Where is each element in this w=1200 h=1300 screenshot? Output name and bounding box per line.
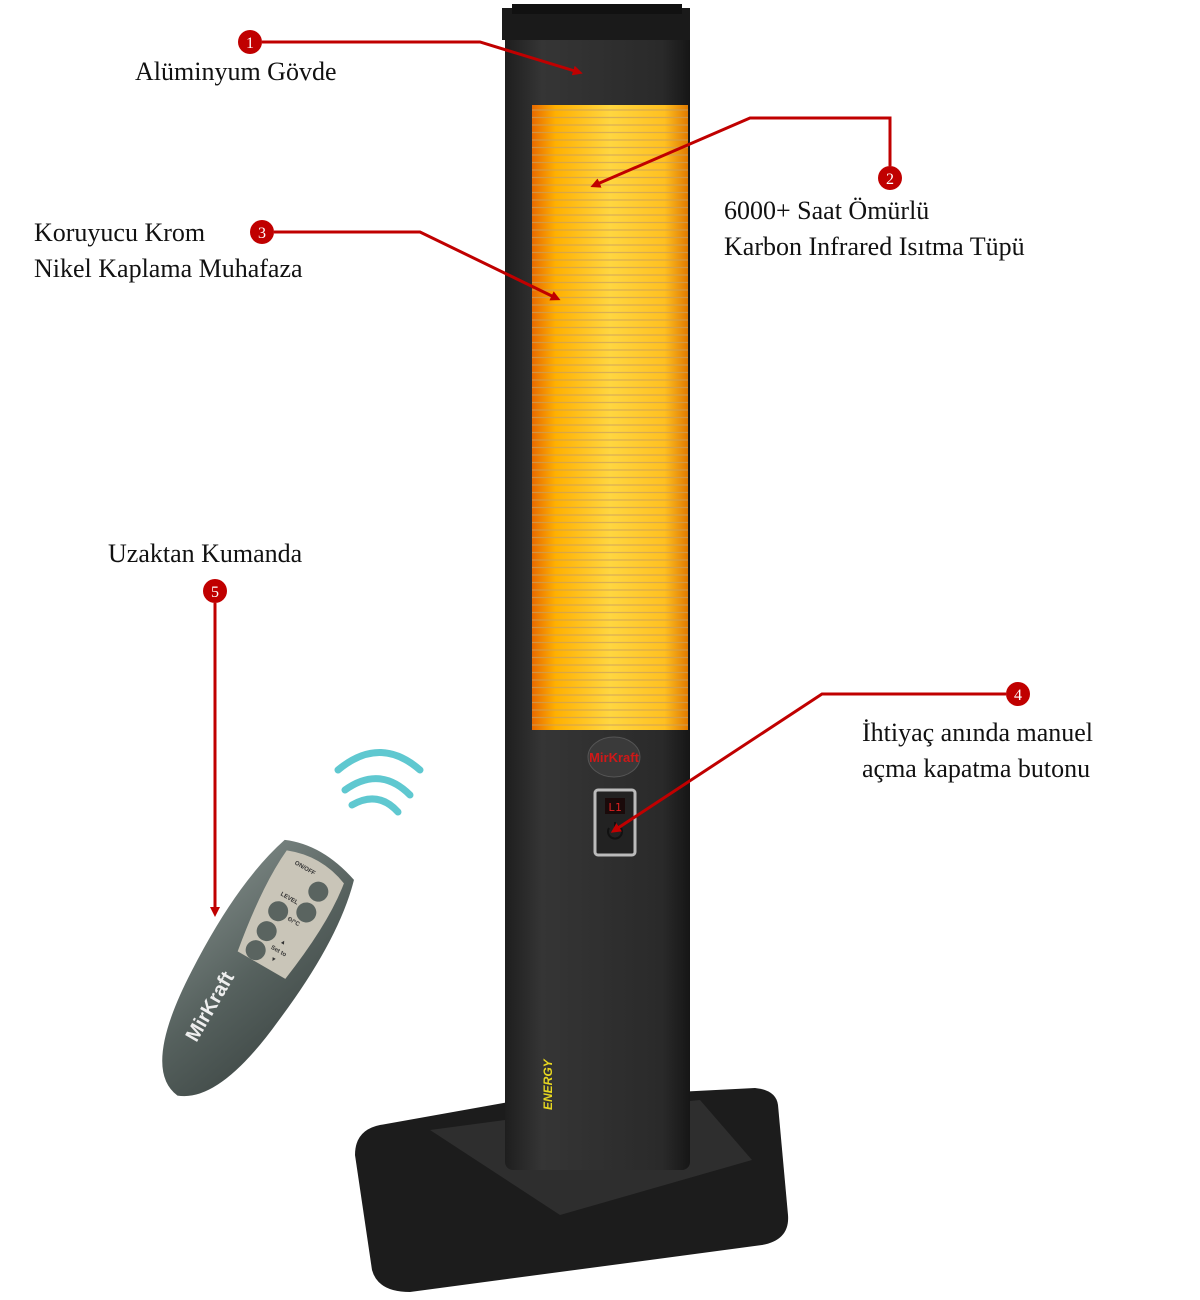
callout-label-5: Uzaktan Kumanda (108, 539, 303, 568)
display-value: L1 (608, 801, 621, 814)
callout-line-4 (610, 692, 1006, 833)
callout-label-1: Alüminyum Gövde (135, 57, 337, 86)
callout-marker-3: 3 (250, 220, 274, 244)
remote-button-timer[interactable] (265, 898, 292, 925)
svg-text:1: 1 (246, 35, 254, 52)
remote-button-up[interactable] (253, 917, 280, 944)
callout-marker-5: 5 (203, 579, 227, 603)
remote-down-arrow-icon: ▼ (269, 956, 277, 964)
svg-text:2: 2 (886, 171, 894, 188)
remote-button-down[interactable] (242, 937, 269, 964)
callout-line-1 (262, 40, 583, 76)
model-text: ENERGY (541, 1058, 555, 1110)
remote-control: ON/OFF LEVEL ⏲/°C Set to ▲ ▼ MirKraft (162, 839, 354, 1097)
brand-badge (587, 736, 641, 778)
remote-button-level[interactable] (293, 899, 320, 926)
callout-line-2 (590, 116, 892, 188)
callout-marker-2: 2 (878, 166, 902, 190)
svg-text:4: 4 (1014, 687, 1022, 704)
remote-button-onoff[interactable] (305, 878, 332, 905)
callout-lines (210, 40, 1006, 917)
remote-up-arrow-icon: ▲ (279, 939, 287, 947)
display (605, 798, 625, 814)
svg-text:3: 3 (258, 225, 266, 242)
svg-text:5: 5 (211, 584, 219, 601)
callout-marker-4: 4 (1006, 682, 1030, 706)
callout-line-3 (274, 230, 561, 301)
wireless-signal-icon (334, 749, 424, 816)
heater-brand-logo: MirKraft (589, 750, 640, 765)
heater-tower (502, 4, 690, 1170)
callout-marker-1: 1 (238, 30, 262, 54)
